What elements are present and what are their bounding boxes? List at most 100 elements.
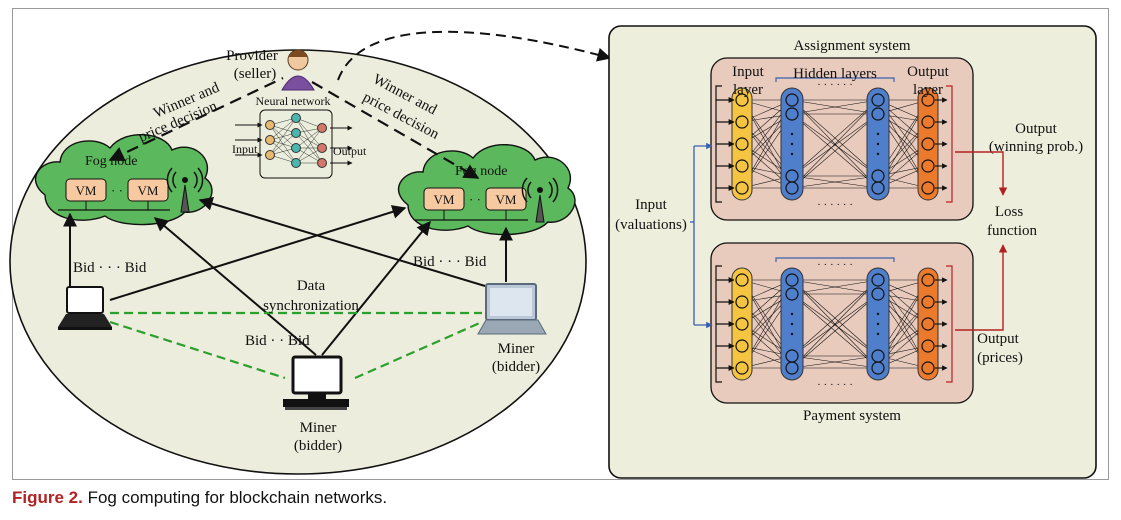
neural-network-label: Neural network (256, 94, 331, 108)
neuron (921, 295, 935, 309)
neuron (871, 361, 885, 375)
vm-label: VM (138, 183, 159, 198)
neuron (785, 273, 799, 287)
bid-left-label: Bid · · · Bid (73, 260, 147, 276)
neuron (921, 361, 935, 375)
input-layer-line1: Input (732, 64, 764, 80)
left-panel: Fog node VM · · VM Fog node VM · · V (9, 30, 612, 475)
neuron (735, 317, 749, 331)
connector-to-neural-panel (337, 30, 612, 81)
bid-right-label: Bid · · · Bid (413, 254, 487, 270)
neuron (871, 181, 885, 195)
nn-output-label: Output (333, 144, 367, 158)
miner-right-sub-label: (bidder) (492, 359, 540, 375)
output-layer-line2: layer (913, 82, 943, 98)
hidden-dots: · · · · · · (817, 259, 853, 271)
neuron (921, 273, 935, 287)
neuron (921, 159, 935, 173)
input-layer-pill (731, 87, 753, 201)
hidden-bracket (775, 257, 895, 262)
output-win-line2: (winning prob.) (989, 139, 1083, 155)
hidden-bracket (775, 77, 895, 82)
antenna-tower-icon (166, 167, 204, 213)
provider-sub-label: (seller) (234, 66, 276, 82)
small-neural-network (235, 109, 353, 179)
decision-arrow-right (311, 81, 480, 179)
input-layer-line2: layer (733, 82, 763, 98)
neuron (735, 295, 749, 309)
output-bracket (946, 265, 953, 383)
neuron (871, 93, 885, 107)
output-price-line2: (prices) (977, 350, 1023, 366)
payment-network: · · · · · · · · · · · · (715, 257, 953, 391)
ellipsis-dot (876, 332, 880, 336)
neuron (785, 181, 799, 195)
input-layer-pill (731, 267, 753, 381)
ellipsis-dot (790, 142, 794, 146)
desktop-computer-icon (283, 355, 349, 410)
vm-dots: · · (111, 183, 123, 198)
input-line2: (valuations) (615, 217, 687, 233)
vm-label: VM (434, 192, 455, 207)
neuron (735, 93, 749, 107)
vm-dots: · · (469, 192, 481, 207)
laptop-icon (58, 286, 112, 330)
provider-label: Provider (226, 48, 278, 64)
ellipsis-dot (790, 132, 794, 136)
neuron (921, 181, 935, 195)
antenna-tower-icon (521, 177, 559, 223)
neuron (785, 287, 799, 301)
neuron (735, 361, 749, 375)
assignment-system-title: Assignment system (793, 38, 910, 54)
decision-arrow-left (108, 77, 284, 162)
output-bracket (946, 85, 953, 203)
neuron (921, 137, 935, 151)
fog-node-right: Fog node VM · · VM (397, 144, 576, 236)
ellipsis-dot (790, 322, 794, 326)
neuron (921, 317, 935, 331)
assignment-network: · · · · · · · · · · · · (715, 77, 953, 211)
caption-label: Figure 2. (12, 488, 83, 507)
ellipsis-dot (790, 152, 794, 156)
neuron (735, 181, 749, 195)
laptop-icon (477, 283, 547, 335)
neuron (871, 107, 885, 121)
provider-person-icon (281, 49, 315, 91)
ellipsis-dot (876, 152, 880, 156)
output-win-line1: Output (1015, 121, 1058, 137)
miner-center-sub-label: (bidder) (294, 438, 342, 454)
input-valuations-arrows (690, 142, 713, 329)
data-sync-line1: Data (297, 278, 326, 294)
loss-arrows (955, 151, 1008, 331)
vm-label: VM (76, 183, 97, 198)
output-price-line1: Output (977, 331, 1020, 347)
ellipsis-dot (876, 142, 880, 146)
input-bracket (715, 265, 735, 383)
ellipsis-dot (876, 322, 880, 326)
neuron (735, 115, 749, 129)
input-line1: Input (635, 197, 667, 213)
neuron (921, 115, 935, 129)
fog-cloud-left (34, 134, 213, 226)
hidden-dots: · · · · · · (817, 199, 853, 211)
neuron (785, 107, 799, 121)
loss-line1: Loss (995, 204, 1024, 220)
ellipsis-dot (790, 332, 794, 336)
data-sync-line2: synchronization (263, 298, 359, 314)
neuron (871, 287, 885, 301)
neuron (735, 339, 749, 353)
miner-right-label: Miner (498, 341, 535, 357)
ellipsis-dot (876, 132, 880, 136)
hidden-dots: · · · · · · (817, 379, 853, 391)
vm-label: VM (496, 192, 517, 207)
neuron (921, 93, 935, 107)
hidden-dots: · · · · · · (817, 79, 853, 91)
data-sync-lines (109, 311, 483, 380)
fog-computing-diagram: Fog node VM · · VM Fog node VM · · V (9, 25, 1097, 479)
hidden-layers-label: Hidden layers (793, 66, 877, 82)
figure-caption: Figure 2. Fog computing for blockchain n… (12, 488, 387, 508)
caption-text: Fog computing for blockchain networks. (82, 488, 388, 507)
fog-node-label: Fog node (455, 164, 508, 179)
neuron (871, 273, 885, 287)
bid-center-label: Bid · · Bid (245, 333, 310, 349)
